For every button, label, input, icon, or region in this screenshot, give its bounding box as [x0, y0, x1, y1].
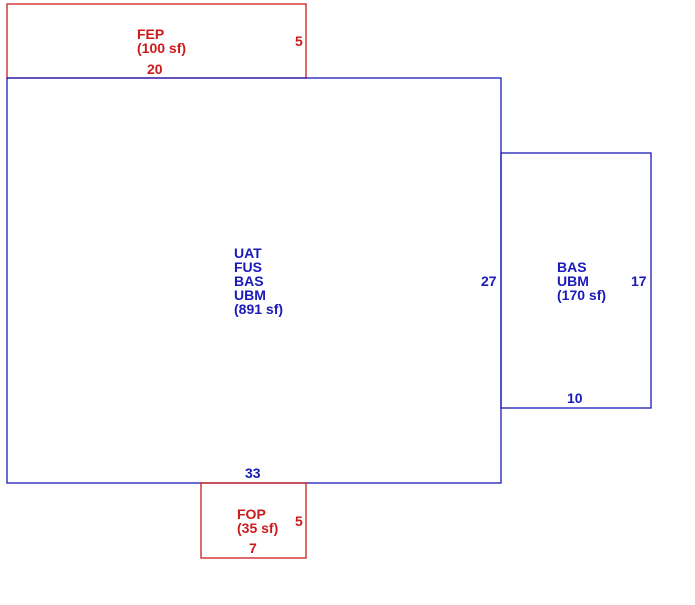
addition-area: BAS UBM (170 sf) 10 17 — [500, 152, 652, 409]
fep-label: FEP — [137, 26, 164, 42]
main-code-1: UAT — [234, 245, 262, 261]
addition-area-size: (170 sf) — [557, 287, 606, 303]
main-depth-dimension: 27 — [481, 273, 497, 289]
fop-depth-dimension: 5 — [295, 513, 303, 529]
fep-area-size: (100 sf) — [137, 40, 186, 56]
addition-depth-dimension: 17 — [631, 273, 647, 289]
addition-outline — [500, 152, 652, 409]
fep-width-dimension: 20 — [147, 61, 163, 77]
addition-width-dimension: 10 — [567, 390, 583, 406]
main-code-4: UBM — [234, 287, 266, 303]
main-area: UAT FUS BAS UBM (891 sf) 33 27 — [6, 77, 502, 484]
fop-area: FOP (35 sf) 7 5 — [200, 482, 307, 559]
main-area-size: (891 sf) — [234, 301, 283, 317]
fep-depth-dimension: 5 — [295, 33, 303, 49]
addition-code-2: UBM — [557, 273, 589, 289]
addition-code-1: BAS — [557, 259, 587, 275]
main-code-2: FUS — [234, 259, 262, 275]
fop-area-size: (35 sf) — [237, 520, 278, 536]
main-width-dimension: 33 — [245, 465, 261, 481]
main-code-3: BAS — [234, 273, 264, 289]
fep-area: FEP (100 sf) 20 5 — [6, 3, 307, 79]
fop-width-dimension: 7 — [249, 540, 257, 556]
fop-outline — [200, 482, 307, 559]
fop-label: FOP — [237, 506, 266, 522]
